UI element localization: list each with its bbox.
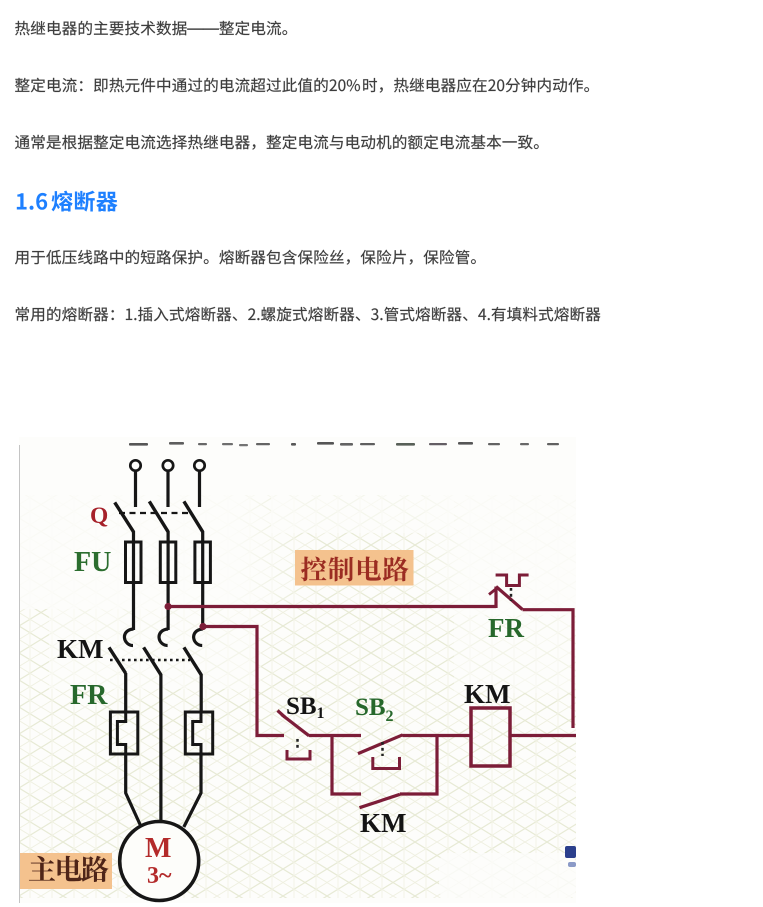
svg-text:FR: FR [70,680,108,711]
svg-text:SB: SB [355,694,386,721]
svg-text:2: 2 [386,708,394,725]
svg-text:1: 1 [317,705,325,722]
svg-text:3~: 3~ [147,863,172,889]
svg-text:KM: KM [464,679,511,709]
svg-text:KM: KM [360,808,407,838]
svg-text:SB: SB [286,693,317,720]
svg-text:Q: Q [90,503,108,529]
svg-text:FU: FU [74,547,111,578]
svg-text:M: M [145,833,171,864]
svg-text:KM: KM [57,634,104,664]
svg-text:FR: FR [488,613,524,643]
